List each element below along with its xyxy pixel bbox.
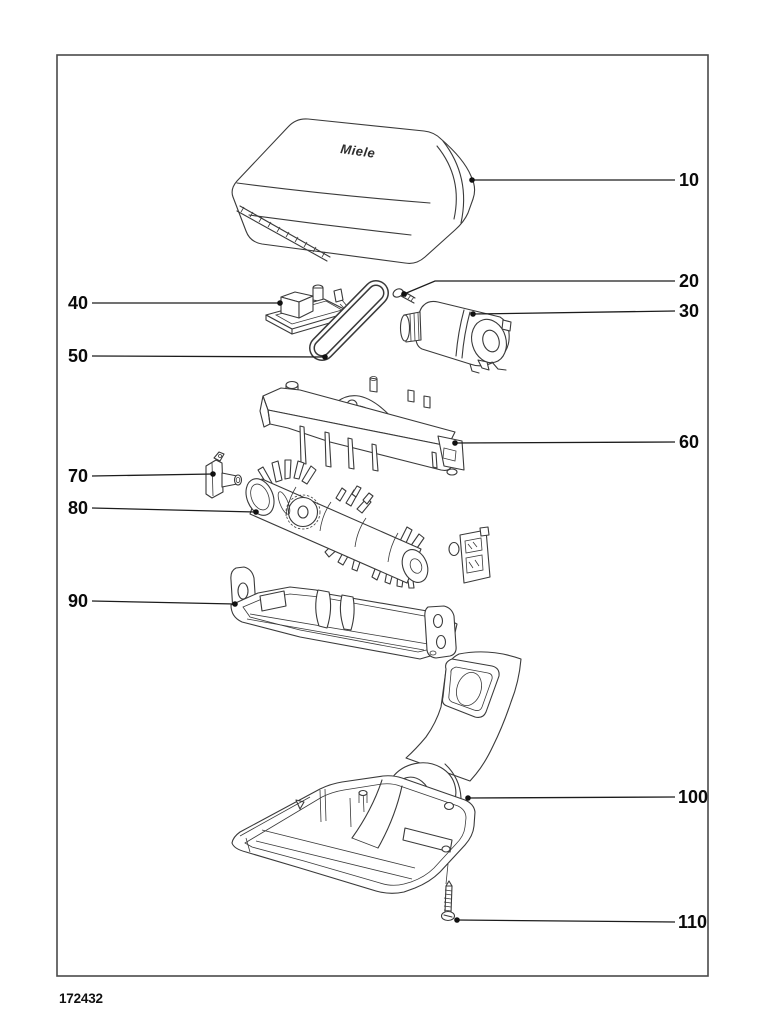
drawing-number: 172432 (59, 991, 103, 1006)
callout-60: 60 (452, 432, 699, 452)
tray-right-bracket (424, 605, 457, 659)
callout-70: 70 (68, 466, 216, 486)
part-roller-tray (230, 566, 458, 660)
callout-10: 10 (469, 170, 699, 190)
callout-30: 30 (470, 301, 699, 321)
part-motor-screw (392, 288, 416, 304)
part-switch-module (265, 284, 351, 335)
roller-body (249, 478, 422, 584)
part-top-cover: Miele (231, 118, 476, 264)
callout-label-10: 10 (679, 170, 699, 190)
callout-label-110: 110 (678, 912, 707, 932)
brand-logo: Miele (340, 141, 377, 161)
part-drive-belt (309, 280, 389, 361)
drawing-border (56, 54, 709, 977)
part-inner-chassis (259, 376, 465, 476)
part-lower-housing (231, 651, 522, 894)
cover-vent-ticks (240, 206, 326, 258)
callout-label-60: 60 (679, 432, 699, 452)
callout-80: 80 (68, 498, 259, 518)
callout-label-90: 90 (68, 591, 88, 611)
callout-100: 100 (465, 787, 708, 807)
callout-label-30: 30 (679, 301, 699, 321)
callout-label-100: 100 (678, 787, 708, 807)
callout-90: 90 (68, 591, 238, 611)
callout-label-20: 20 (679, 271, 699, 291)
callout-110: 110 (454, 912, 707, 932)
callout-label-70: 70 (68, 466, 88, 486)
part-motor (399, 300, 512, 374)
part-brush-roller (245, 459, 429, 589)
callout-label-40: 40 (68, 293, 88, 313)
part-housing-screw (440, 863, 456, 922)
callouts: 10 20 30 40 50 60 70 (68, 170, 708, 932)
callout-20: 20 (401, 271, 699, 297)
part-end-plate (448, 526, 491, 584)
top-cover-silhouette (231, 118, 476, 264)
callout-label-50: 50 (68, 346, 88, 366)
sole-plate (231, 775, 476, 894)
callout-label-80: 80 (68, 498, 88, 518)
part-bearing-bracket (205, 451, 243, 499)
callout-50: 50 (68, 346, 328, 366)
callout-40: 40 (68, 293, 283, 313)
